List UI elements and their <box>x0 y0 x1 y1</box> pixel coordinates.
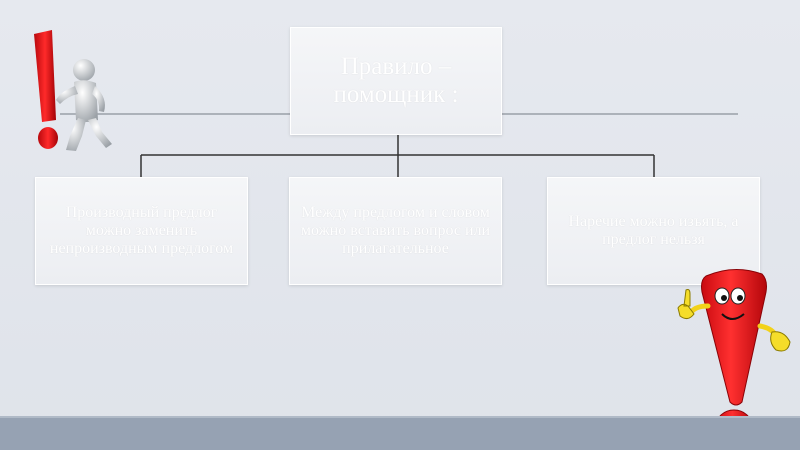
character-pupil-right <box>737 295 743 301</box>
figure-head <box>73 59 95 81</box>
child-node-1: Производный предлог можно заменить непро… <box>35 177 248 285</box>
root-node: Правило – помощник : <box>290 27 502 135</box>
exclamation-figure-icon <box>26 28 118 156</box>
character-hand-right <box>771 332 790 351</box>
figure-leg-left <box>66 118 86 151</box>
child-node-1-label: Производный предлог можно заменить непро… <box>43 204 240 258</box>
child-node-2: Между предлогом и словом можно вставить … <box>289 177 502 285</box>
character-pupil-left <box>721 295 727 301</box>
child-node-2-label: Между предлогом и словом можно вставить … <box>297 204 494 258</box>
bottom-band <box>0 418 800 450</box>
child-node-3-label: Наречие можно изъять, а предлог нельзя <box>555 213 752 249</box>
left-exclamation-dot <box>38 127 58 149</box>
character-hand-left <box>678 290 694 319</box>
figure-body <box>74 80 98 122</box>
left-exclamation-bar <box>34 30 56 122</box>
figure-leg-right <box>88 118 112 148</box>
root-node-label: Правило – помощник : <box>298 53 494 109</box>
